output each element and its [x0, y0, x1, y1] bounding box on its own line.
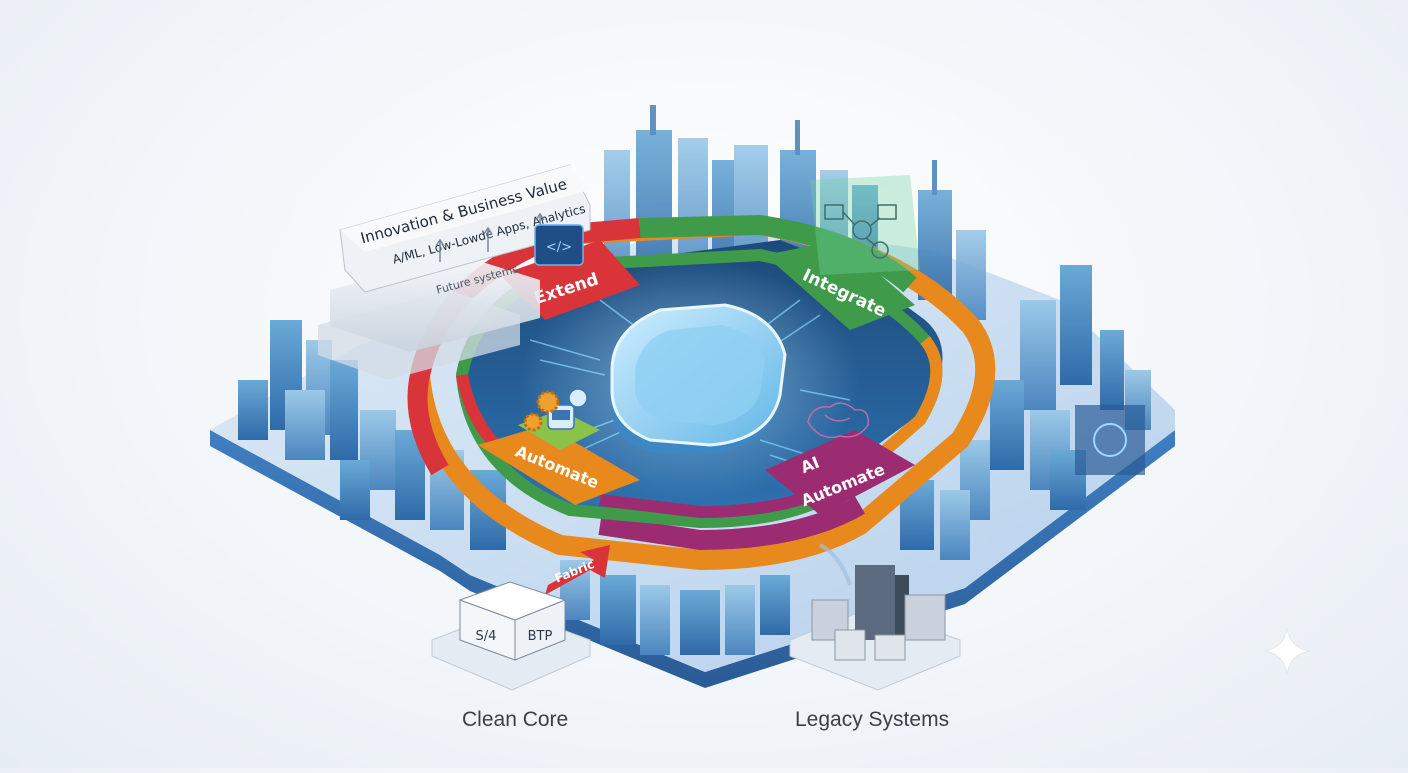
city-buildings-front	[560, 560, 790, 655]
innovation-stack: Innovation & Business Value A/ML, Low-Lo…	[318, 164, 591, 380]
brain-icon	[807, 402, 869, 439]
clean-core-caption: Clean Core	[462, 708, 569, 731]
segment-ai-automate: AI Automate	[765, 430, 915, 515]
central-chip	[610, 303, 787, 455]
server-icon	[811, 565, 946, 661]
clean-core-block: S/4 BTP	[431, 581, 591, 691]
s4-label: S/4	[476, 629, 497, 644]
btp-label: BTP	[528, 629, 553, 644]
gear-icon	[523, 390, 560, 432]
svg-text:</>: </>	[546, 240, 572, 255]
workflow-icon	[810, 175, 920, 275]
city-buildings-right	[900, 265, 1151, 560]
legacy-systems-caption: Legacy Systems	[795, 708, 950, 731]
code-icon: </>	[534, 224, 584, 266]
sparkle-icon	[1263, 627, 1311, 675]
legacy-systems-block	[789, 543, 961, 691]
